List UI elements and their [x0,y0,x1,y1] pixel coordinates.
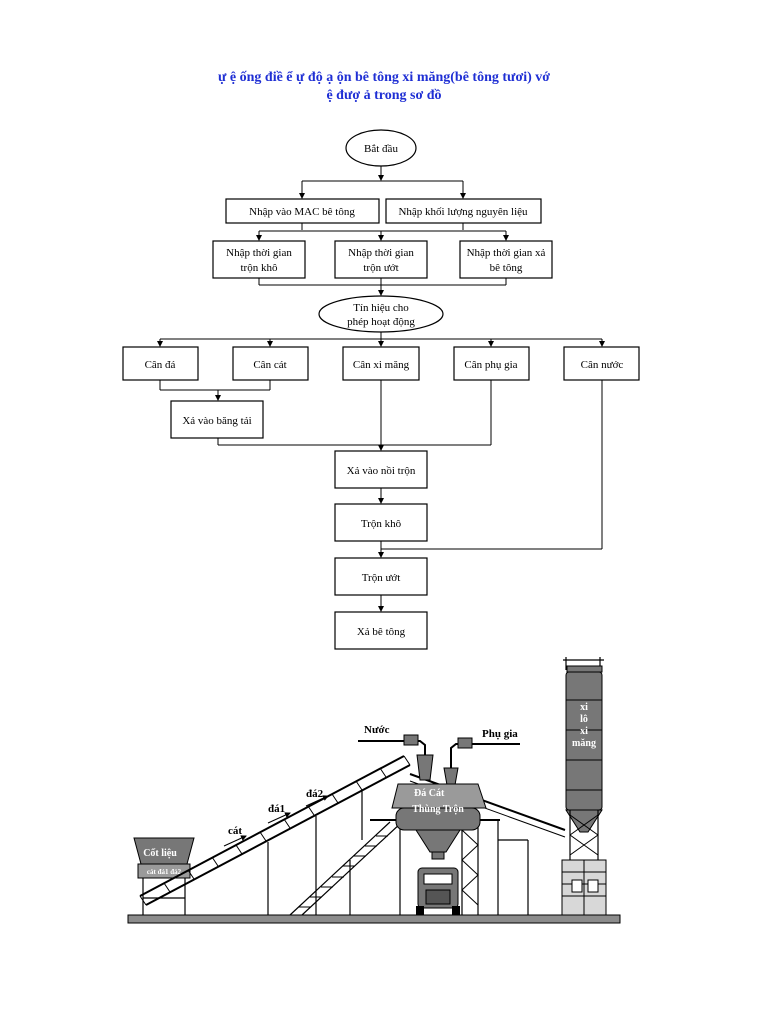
conveyor-box [170,400,264,439]
weigh-stone-label: Cân đá [145,359,176,371]
weigh-additive-label: Cân phụ gia [464,359,517,371]
page-title-line-1: ự ệ ống điề ể ự độ ạ ộn bê tông xi măng(… [218,70,550,85]
stairs [289,821,403,916]
to-mixer-label: Xả vào nồi trộn [347,465,416,477]
weigh-sand-label: Cân cát [253,359,286,371]
aggregate-hopper: Cốt liệu cát đá1 đá2 [133,837,195,915]
input-mass-label: Nhập khối lượng nguyên liệu [398,206,528,218]
input-mass-box [385,198,542,224]
time-wet-label-1: Nhập thời gian [348,247,414,259]
time-discharge-label-2: bê tông [490,262,523,274]
weigh-cement-label: Cân xi măng [353,359,410,371]
time-discharge-label-1: Nhập thời gian xả [467,247,546,259]
time-dry-box [212,240,306,279]
stone1-label: đá1 [268,803,285,815]
additive-pipe [450,743,520,768]
signal-label-2: phép hoạt động [347,316,415,328]
time-dry-label-1: Nhập thời gian [226,247,292,259]
silo-label-3: xi [580,726,588,737]
time-dry-label-2: trộn khô [241,262,278,274]
signal-label-1: Tín hiệu cho [353,302,409,314]
mixer-truck [416,867,460,915]
mixer-label: Thùng Trộn [412,804,464,815]
water-label: Nước [364,724,390,736]
cement-silo: xi lô xi măng [561,657,607,916]
conveyor-label: Xả vào băng tải [182,415,251,427]
dry-mix-label: Trộn khô [361,518,402,530]
weigh-sand-box [232,346,309,381]
stone2-label: đá2 [306,788,324,800]
stone1-arrow [267,812,291,824]
silo-label-1: xi [580,702,588,713]
weigh-water-box [563,346,640,381]
input-mac-label: Nhập vào MAC bê tông [249,206,355,218]
start-label: Bắt đầu [364,143,398,155]
aggregate-sub-label: cát đá1 đá2 [147,868,182,876]
weigh-additive-box [453,346,530,381]
water-pipe [358,740,426,755]
silo-label-2: lô [580,714,588,725]
sand-label: cát [228,825,242,837]
conveyor-belt [139,755,411,915]
mixer: Đá Cát Thùng Trộn [391,754,487,860]
stone2-arrow [305,795,329,807]
plant-illustration: Cốt liệu cát đá1 đá2 cát đá1 đá2 [127,657,621,924]
wet-mix-label: Trộn ướt [362,572,401,584]
flowchart: Bắt đầu Nhập vào MAC bê tông Nhập khối l… [122,129,640,650]
dry-mix-box [334,503,428,542]
discharge-label: Xả bê tông [357,626,406,638]
ground-base [127,914,621,924]
to-mixer-box [334,450,428,489]
aggregate-label: Cốt liệu [143,848,177,859]
weigh-water-label: Cân nước [581,359,624,371]
input-mac-box [225,198,380,224]
silo-label-4: măng [572,738,596,749]
sand-arrow [223,835,247,847]
discharge-box [334,611,428,650]
time-wet-label-2: trộn ướt [363,262,398,274]
scale-label: Đá Cát [414,788,445,799]
page-title-line-2: ệ đượ ả trong sơ đồ [326,88,442,103]
additive-label: Phụ gia [482,728,518,740]
